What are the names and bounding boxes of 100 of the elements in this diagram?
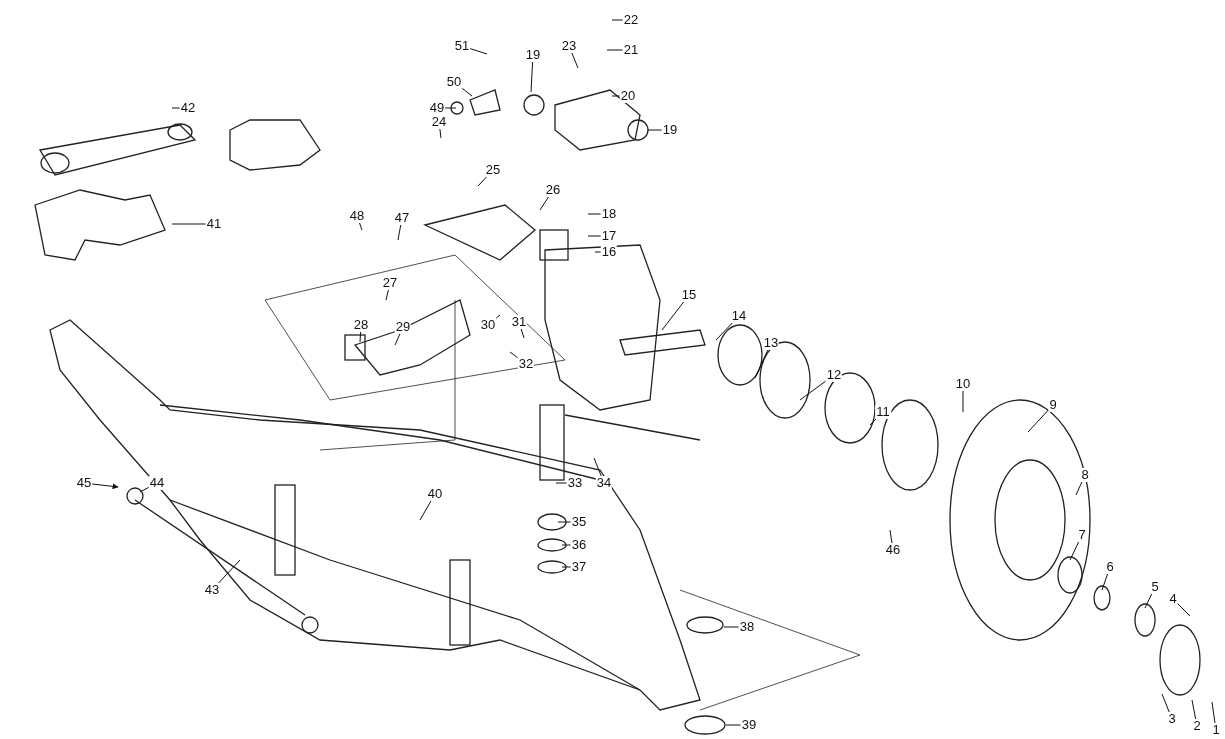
callout-number: 42 <box>179 101 197 115</box>
leader-line <box>1069 541 1080 561</box>
leader-line <box>359 331 362 343</box>
leader-line <box>509 351 519 359</box>
leader-line <box>723 626 740 628</box>
callout-number: 50 <box>445 75 463 89</box>
leader-line <box>1101 573 1109 591</box>
callout-number: 41 <box>205 217 223 231</box>
callout-number: 13 <box>762 336 780 350</box>
leader-line <box>962 390 964 413</box>
leader-line <box>1191 699 1197 720</box>
callout-number: 29 <box>394 320 412 334</box>
leader-line <box>359 222 363 231</box>
leader-line <box>218 559 241 584</box>
leader-line <box>530 61 534 93</box>
leader-line <box>1075 481 1083 496</box>
leader-line <box>444 107 457 109</box>
leader-line <box>799 380 827 401</box>
leader-line <box>725 724 742 726</box>
leader-line <box>571 52 579 69</box>
callout-number: 26 <box>544 183 562 197</box>
callout-number: 43 <box>203 583 221 597</box>
leader-line <box>520 328 525 339</box>
callout-number: 12 <box>825 368 843 382</box>
leader-line <box>587 235 602 237</box>
callout-number: 11 <box>875 405 891 419</box>
callout-number: 10 <box>954 377 972 391</box>
leader-line <box>647 129 663 131</box>
callout-number: 28 <box>352 318 370 332</box>
leader-line <box>171 223 207 225</box>
leader-line <box>889 529 893 544</box>
callout-number: 22 <box>622 13 640 27</box>
callout-number: 45 <box>75 476 93 490</box>
callout-number: 8 <box>1080 468 1090 482</box>
callout-number: 51 <box>453 39 471 53</box>
leader-line <box>715 322 733 341</box>
callout-number: 44 <box>148 476 166 490</box>
leader-line <box>754 349 769 379</box>
leader-line <box>606 49 624 51</box>
callout-number: 34 <box>595 476 613 490</box>
leader-line <box>394 333 401 346</box>
leader-line <box>439 128 442 139</box>
leader-line <box>539 196 549 211</box>
leader-line <box>661 301 685 331</box>
callout-number: 38 <box>738 620 756 634</box>
callout-number: 46 <box>884 543 902 557</box>
leader-line <box>587 213 602 215</box>
leader-line <box>1211 701 1216 724</box>
leader-line <box>594 251 602 253</box>
leader-line <box>91 483 119 490</box>
leader-line <box>557 521 572 523</box>
callout-number: 17 <box>600 229 618 243</box>
callout-number: 9 <box>1048 398 1058 412</box>
leader-line <box>477 176 487 187</box>
callout-number: 16 <box>600 245 618 259</box>
callout-number: 37 <box>570 560 588 574</box>
callout-number: 48 <box>348 209 366 223</box>
leader-line <box>171 107 181 109</box>
callout-number: 47 <box>393 211 411 225</box>
callout-number: 25 <box>484 163 502 177</box>
callout-number: 7 <box>1077 528 1087 542</box>
callout-number: 30 <box>479 318 497 332</box>
leader-line <box>1161 693 1170 713</box>
callout-number: 14 <box>730 309 748 323</box>
callout-number: 23 <box>560 39 578 53</box>
leader-line <box>593 457 602 477</box>
leader-line <box>561 544 572 546</box>
leader-line <box>1027 409 1049 433</box>
callout-number: 35 <box>570 515 588 529</box>
leader-line <box>555 482 568 484</box>
leader-line <box>1144 593 1153 609</box>
leader-line <box>461 87 473 97</box>
leader-line <box>469 48 488 55</box>
callout-number: 15 <box>680 288 698 302</box>
leader-line <box>397 224 402 241</box>
leader-line <box>495 314 501 319</box>
callout-number: 3 <box>1167 712 1177 726</box>
callout-number: 4 <box>1168 592 1178 606</box>
callout-number: 31 <box>510 315 528 329</box>
callout-number: 49 <box>428 101 446 115</box>
callout-number: 19 <box>661 123 679 137</box>
callout-number: 19 <box>524 48 542 62</box>
leader-line <box>561 566 572 568</box>
leader-line <box>385 289 389 301</box>
callout-number: 36 <box>570 538 588 552</box>
callout-number: 20 <box>619 89 637 103</box>
callout-number: 40 <box>426 487 444 501</box>
callout-number: 32 <box>517 357 535 371</box>
callout-number: 18 <box>600 207 618 221</box>
callout-number: 2 <box>1192 719 1202 733</box>
callout-number: 24 <box>430 115 448 129</box>
callout-number: 1 <box>1211 723 1221 737</box>
callout-number: 39 <box>740 718 758 732</box>
leader-line <box>611 95 621 97</box>
callout-number: 21 <box>622 43 640 57</box>
leader-line <box>139 486 150 493</box>
leader-line <box>869 418 877 426</box>
leader-line <box>611 19 624 21</box>
leader-line <box>419 500 432 521</box>
callout-number: 27 <box>381 276 399 290</box>
